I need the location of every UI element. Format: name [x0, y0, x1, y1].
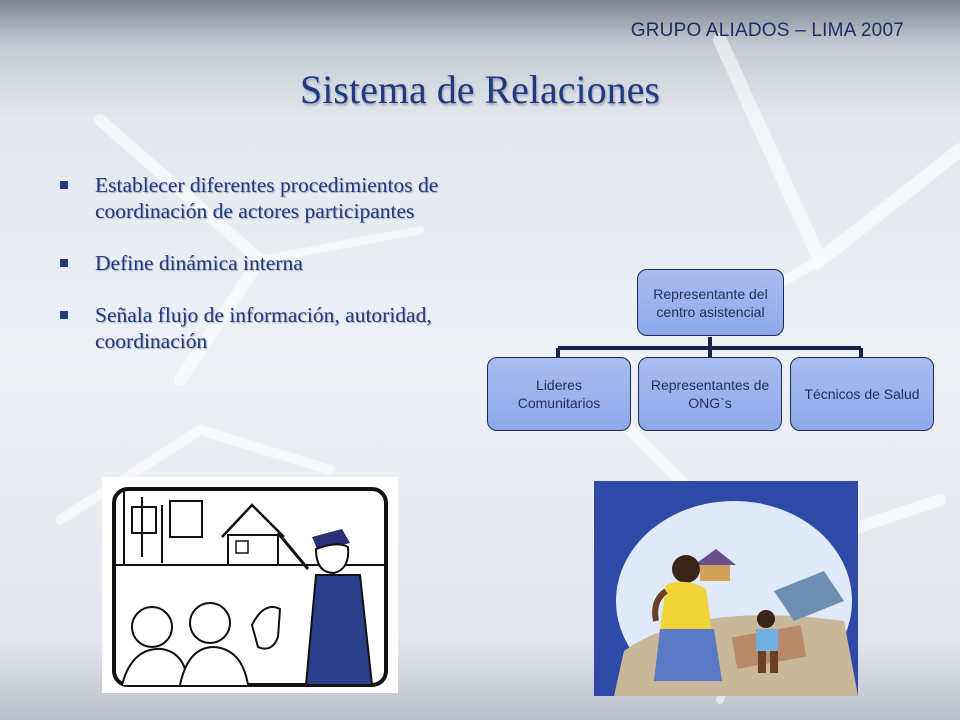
org-connectors [556, 337, 863, 358]
cartoon-illustration [102, 477, 398, 693]
bullet-square-icon [60, 259, 68, 267]
bullet-text: Establecer diferentes procedimientos de … [95, 173, 439, 223]
org-node-label: Representantes de ONG`s [650, 377, 770, 411]
page-title: Sistema de Relaciones [300, 67, 660, 112]
bullet-text: Define dinámica interna [95, 251, 303, 275]
header-caption: GRUPO ALIADOS – LIMA 2007 [630, 20, 904, 41]
list-item: Define dinámica interna [60, 250, 480, 276]
org-node-child: Representantes de ONG`s [638, 357, 782, 431]
org-node-child: Lideres Comunitarios [487, 357, 631, 431]
org-node-root: Representante del centro asistencial [637, 269, 784, 336]
bullet-square-icon [60, 311, 68, 319]
org-node-label: Técnicos de Salud [804, 386, 920, 402]
org-node-label: Lideres Comunitarios [517, 377, 601, 411]
org-chart: Representante del centro asistencial Lid… [480, 262, 940, 442]
bullet-list: Establecer diferentes procedimientos de … [60, 172, 480, 380]
org-node-label: Representante del centro asistencial [653, 285, 768, 320]
bullet-text: Señala flujo de información, autoridad, … [95, 303, 432, 353]
list-item: Establecer diferentes procedimientos de … [60, 172, 480, 224]
bullet-square-icon [60, 181, 68, 189]
org-node-child: Técnicos de Salud [790, 357, 934, 431]
list-item: Señala flujo de información, autoridad, … [60, 302, 480, 354]
community-illustration [594, 481, 858, 696]
